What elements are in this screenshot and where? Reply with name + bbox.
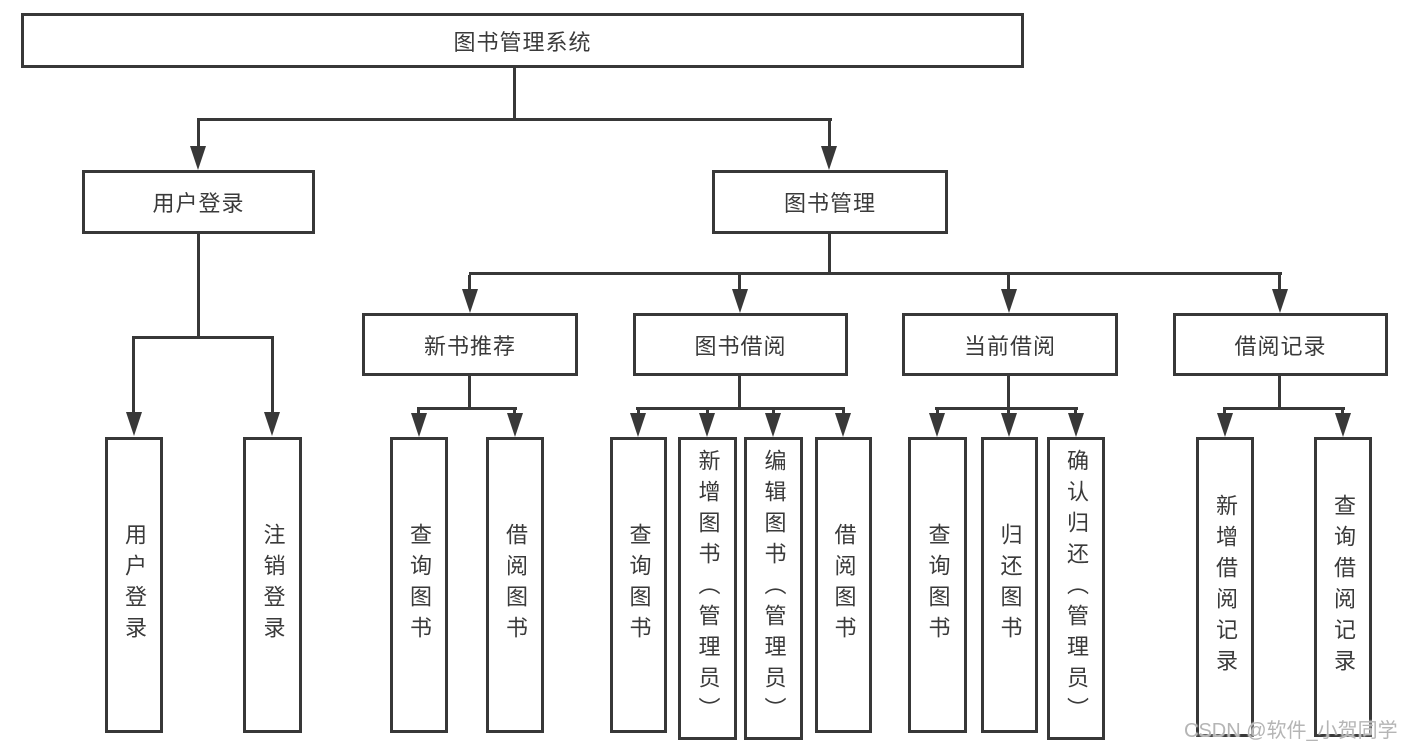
- arrow-down-icon: [1217, 413, 1233, 437]
- leaf-query-books-borrow: 查询图书: [610, 437, 667, 733]
- arrow-down-icon: [699, 413, 715, 437]
- node-borrow-records: 借阅记录: [1173, 313, 1388, 376]
- node-root: 图书管理系统: [21, 13, 1024, 68]
- leaf-query-books-current-label: 查询图书: [925, 523, 951, 647]
- arrow-down-icon: [411, 413, 427, 437]
- arrow-down-icon: [821, 146, 837, 170]
- node-new-book-recommend-label: 新书推荐: [423, 333, 516, 359]
- connector-line: [1278, 376, 1281, 410]
- leaf-return-book-label: 归还图书: [997, 523, 1023, 647]
- arrow-down-icon: [1335, 413, 1351, 437]
- leaf-query-books-recommend: 查询图书: [390, 437, 448, 733]
- connector-line: [417, 407, 517, 410]
- node-root-label: 图书管理系统: [453, 29, 592, 55]
- connector-line: [637, 410, 640, 415]
- connector-line: [1007, 410, 1010, 415]
- connector-line: [132, 336, 274, 339]
- arrow-down-icon: [190, 146, 206, 170]
- leaf-query-books-borrow-label: 查询图书: [626, 523, 652, 647]
- leaf-add-borrow-record-label: 新增借阅记录: [1213, 494, 1238, 680]
- leaf-borrow-books-recommend: 借阅图书: [486, 437, 544, 733]
- leaf-user-login: 用户登录: [105, 437, 163, 733]
- arrow-down-icon: [929, 413, 945, 437]
- leaf-query-books-current: 查询图书: [908, 437, 967, 733]
- connector-line: [1074, 410, 1077, 415]
- node-book-borrow-label: 图书借阅: [694, 333, 787, 359]
- connector-line: [468, 275, 471, 290]
- connector-line: [706, 410, 709, 415]
- connector-line: [738, 275, 741, 290]
- connector-line: [772, 410, 775, 415]
- connector-line: [842, 410, 845, 415]
- connector-line: [936, 410, 939, 415]
- node-current-borrow: 当前借阅: [902, 313, 1118, 376]
- csdn-watermark: CSDN @软件_小贺同学: [1184, 720, 1398, 742]
- leaf-edit-book-admin-label: 编辑图书（管理员）: [761, 449, 787, 728]
- arrow-down-icon: [264, 412, 280, 436]
- connector-line: [197, 118, 832, 121]
- connector-line: [271, 339, 274, 413]
- node-user-login: 用户登录: [82, 170, 315, 234]
- connector-line: [1007, 376, 1010, 410]
- leaf-add-book-admin: 新增图书（管理员）: [678, 437, 737, 740]
- connector-line: [132, 339, 135, 413]
- arrow-down-icon: [507, 413, 523, 437]
- leaf-query-borrow-record: 查询借阅记录: [1314, 437, 1372, 737]
- leaf-borrow-books: 借阅图书: [815, 437, 872, 733]
- leaf-add-borrow-record: 新增借阅记录: [1196, 437, 1254, 737]
- arrow-down-icon: [1272, 289, 1288, 313]
- connector-line: [1223, 407, 1345, 410]
- leaf-query-books-recommend-label: 查询图书: [407, 523, 432, 647]
- connector-line: [1007, 275, 1010, 290]
- leaf-confirm-return-admin-label: 确认归还（管理员）: [1064, 449, 1089, 728]
- arrow-down-icon: [732, 289, 748, 313]
- connector-line: [1223, 410, 1226, 415]
- leaf-add-book-admin-label: 新增图书（管理员）: [695, 449, 721, 728]
- node-book-borrow: 图书借阅: [633, 313, 848, 376]
- connector-line: [513, 410, 516, 415]
- arrow-down-icon: [835, 413, 851, 437]
- leaf-borrow-books-recommend-label: 借阅图书: [503, 523, 528, 647]
- connector-line: [935, 407, 1078, 410]
- node-new-book-recommend: 新书推荐: [362, 313, 578, 376]
- leaf-edit-book-admin: 编辑图书（管理员）: [744, 437, 803, 740]
- connector-line: [636, 407, 845, 410]
- connector-line: [469, 272, 1282, 275]
- connector-line: [738, 376, 741, 410]
- connector-line: [1341, 410, 1344, 415]
- connector-line: [1278, 275, 1281, 290]
- connector-line: [197, 234, 200, 339]
- connector-line: [197, 121, 200, 148]
- arrow-down-icon: [1001, 289, 1017, 313]
- leaf-logout-label: 注销登录: [260, 523, 286, 647]
- arrow-down-icon: [765, 413, 781, 437]
- arrow-down-icon: [630, 413, 646, 437]
- node-borrow-records-label: 借阅记录: [1234, 333, 1327, 359]
- arrow-down-icon: [1001, 413, 1017, 437]
- node-book-management: 图书管理: [712, 170, 948, 234]
- arrow-down-icon: [126, 412, 142, 436]
- leaf-borrow-books-label: 借阅图书: [831, 523, 857, 647]
- node-current-borrow-label: 当前借阅: [963, 333, 1056, 359]
- leaf-logout: 注销登录: [243, 437, 302, 733]
- arrow-down-icon: [1068, 413, 1084, 437]
- connector-line: [468, 376, 471, 410]
- leaf-return-book: 归还图书: [981, 437, 1038, 733]
- leaf-query-borrow-record-label: 查询借阅记录: [1331, 494, 1356, 680]
- connector-line: [513, 68, 516, 121]
- leaf-user-login-label: 用户登录: [122, 523, 147, 647]
- connector-line: [828, 234, 831, 275]
- connector-line: [417, 410, 420, 415]
- node-book-management-label: 图书管理: [783, 191, 876, 216]
- arrow-down-icon: [462, 289, 478, 313]
- leaf-confirm-return-admin: 确认归还（管理员）: [1047, 437, 1105, 740]
- connector-line: [828, 121, 831, 148]
- node-user-login-label: 用户登录: [152, 191, 245, 216]
